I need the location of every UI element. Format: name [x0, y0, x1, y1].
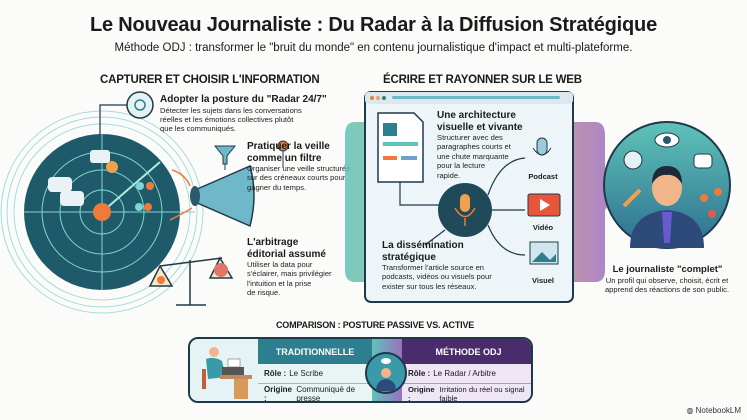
- item-desc-line: Organiser une veille structurée: [247, 164, 351, 173]
- item-title-arbitrage: L'arbitrage: [247, 237, 299, 248]
- dissemination-desc-line: Transformer l'article source en: [382, 263, 485, 272]
- item-desc-line: Utiliser la data pour: [247, 260, 313, 269]
- item-title-veille: Pratiquer la veille: [247, 141, 330, 152]
- item-desc-line: s'éclairer, mais privilégier: [247, 269, 332, 279]
- role-value: Le Radar / Arbitre: [433, 369, 496, 378]
- origin-value: Irritation du réel ou signal faible: [439, 384, 525, 403]
- architecture-title: Une architecture: [437, 110, 516, 121]
- dissemination-desc-line: exister sur tous les réseaux.: [382, 281, 477, 291]
- odj-role: Rôle :Le Radar / Arbitre: [402, 364, 531, 384]
- dissemination-desc-line: podcasts, vidéos ou visuels pour: [382, 272, 492, 282]
- comparison-heading: COMPARISON : POSTURE PASSIVE VS. ACTIVE: [276, 320, 475, 330]
- origin-value: Communiqué de presse: [296, 384, 356, 403]
- channel-video: Vidéo: [532, 223, 554, 232]
- odj-header: MÉTHODE ODJ: [402, 339, 531, 364]
- journalist-title: Le journaliste "complet": [612, 264, 723, 275]
- traditional-origin: Origine :Communiqué de presse: [258, 384, 372, 403]
- notebooklm-logo-icon: ◍: [686, 406, 696, 415]
- architecture-desc-line: pour la lecture: [437, 161, 486, 171]
- item-desc-line: sur des créneaux courts pour: [247, 173, 346, 183]
- architecture-title-line2: visuelle et vivante: [437, 121, 523, 133]
- channel-visuel: Visuel: [532, 276, 554, 285]
- item-title-arbitrage-line2: éditorial assumé: [247, 248, 326, 260]
- traditional-role: Rôle :Le Scribe: [258, 364, 372, 384]
- page-title: Le Nouveau Journaliste : Du Radar à la D…: [90, 14, 657, 36]
- odj-origin: Origine :Irritation du réel ou signal fa…: [402, 384, 531, 403]
- journalist-desc-line: apprend des réactions de son public.: [604, 285, 730, 294]
- architecture-desc-line: rapide.: [437, 170, 461, 180]
- role-label: Rôle :: [264, 369, 287, 378]
- radar-illustration: [0, 91, 289, 314]
- role-value: Le Scribe: [289, 369, 324, 378]
- section-heading-capture: CAPTURER ET CHOISIR L'INFORMATION: [100, 74, 320, 86]
- section-heading-ecrire: ÉCRIRE ET RAYONNER SUR LE WEB: [383, 74, 582, 86]
- architecture-desc-line: une chute marquante: [437, 151, 509, 161]
- page-subtitle: Méthode ODJ : transformer le "bruit du m…: [114, 42, 633, 54]
- journalist-desc-line: Un profil qui observe, choisit, écrit et: [605, 276, 729, 285]
- origin-label: Origine :: [264, 384, 293, 403]
- comparison-table: TRADITIONNELLE Rôle :Le Scribe Origine :…: [188, 337, 533, 403]
- brand-label: NotebookLM: [695, 406, 741, 415]
- item-desc-line: Détecter les sujets dans les conversatio…: [160, 105, 302, 115]
- item-desc-line: de risque.: [247, 288, 281, 298]
- notebooklm-brand: ◍ NotebookLM: [686, 406, 741, 415]
- journalist-avatar-illustration: [603, 121, 731, 249]
- item-desc-line: que les communiqués.: [160, 124, 236, 134]
- channel-podcast: Podcast: [528, 172, 558, 181]
- browser-illustration: [345, 91, 612, 303]
- dissemination-title-line2: stratégique: [382, 251, 436, 263]
- item-desc-line: l'intuition et la prise: [247, 278, 312, 288]
- architecture-desc-line: Structurer avec des: [437, 133, 503, 142]
- item-title-radar: Adopter la posture du "Radar 24/7": [160, 94, 327, 105]
- item-desc-line: gagner du temps.: [247, 182, 307, 192]
- scribe-illustration: [190, 339, 258, 401]
- architecture-desc-line: paragraphes courts et: [437, 142, 511, 152]
- journalist-badge-icon: [365, 352, 407, 394]
- dissemination-title: La dissémination: [382, 240, 464, 251]
- traditional-header: TRADITIONNELLE: [258, 339, 372, 364]
- item-desc-line: réelles et les émotions collectives plut…: [160, 114, 294, 124]
- role-label: Rôle :: [408, 369, 431, 378]
- item-title-veille-line2: comme un filtre: [247, 152, 322, 164]
- origin-label: Origine :: [408, 384, 435, 403]
